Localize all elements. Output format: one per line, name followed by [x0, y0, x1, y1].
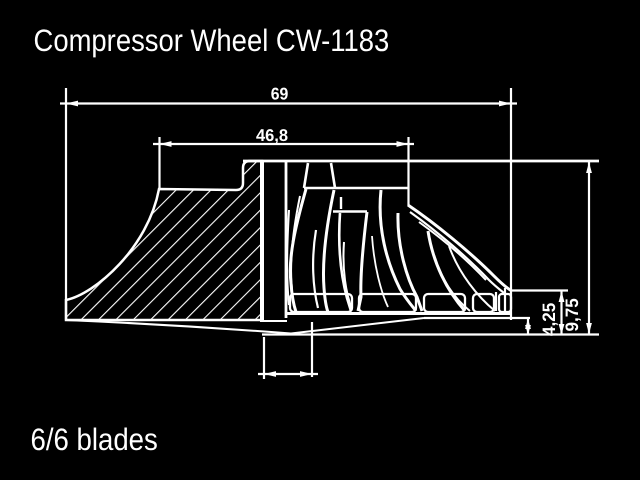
svg-text:Compressor Wheel CW-1183: Compressor Wheel CW-1183 — [34, 23, 390, 58]
svg-text:4,25: 4,25 — [539, 303, 559, 336]
svg-text:6/6 blades: 6/6 blades — [31, 422, 158, 457]
svg-text:69: 69 — [271, 85, 289, 104]
svg-text:46,8: 46,8 — [256, 126, 288, 145]
svg-text:9,75: 9,75 — [562, 298, 582, 331]
